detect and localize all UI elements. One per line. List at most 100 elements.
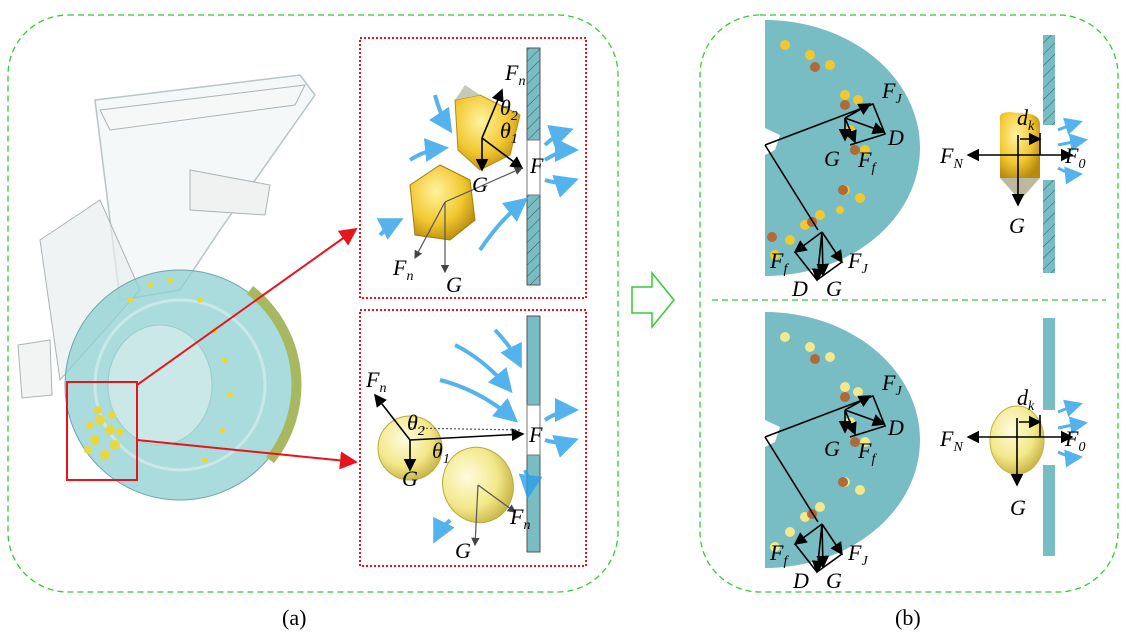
- label-symbol: F: [939, 143, 954, 168]
- label-symbol: F: [881, 370, 896, 395]
- label-subscript: f: [871, 161, 877, 176]
- label-symbol: F: [881, 78, 896, 103]
- label-symbol: θ: [432, 438, 443, 463]
- label-subscript: n: [523, 518, 530, 533]
- force-label-b-top-g2: G: [826, 276, 842, 301]
- caption-a: (a): [282, 605, 306, 630]
- label-symbol: G: [826, 568, 842, 593]
- label-symbol: F: [769, 540, 784, 565]
- label-symbol: d: [1017, 105, 1029, 130]
- label-subscript: n: [518, 74, 525, 89]
- label-symbol: G: [446, 272, 462, 297]
- label-symbol: F: [769, 248, 784, 273]
- force-label-a-bot-fn2: Fn: [509, 504, 530, 533]
- label-subscript: J: [895, 92, 902, 107]
- label-symbol: F: [529, 153, 544, 178]
- label-symbol: F: [509, 504, 524, 529]
- force-label-b-bot-d2: D: [792, 568, 809, 593]
- label-symbol: F: [939, 426, 954, 451]
- force-label-b-bot-ff2: Ff: [769, 540, 789, 569]
- label-subscript: n: [406, 269, 413, 284]
- force-label-b-top-fn: FN: [939, 143, 963, 172]
- label-subscript: 2: [418, 424, 425, 439]
- label-symbol: G: [455, 538, 471, 563]
- force-label-a-top-g1: G: [472, 172, 488, 197]
- force-label-a-bot-g2: G: [455, 538, 471, 563]
- label-subscript: J: [895, 384, 902, 399]
- inset-top-forces: [359, 37, 587, 299]
- label-subscript: J: [861, 262, 868, 277]
- label-symbol: F: [847, 540, 862, 565]
- label-symbol: θ: [407, 410, 418, 435]
- label-symbol: F: [504, 60, 519, 85]
- label-symbol: D: [791, 276, 808, 301]
- label-subscript: 0: [1078, 157, 1085, 172]
- force-label-b-top-ff2: Ff: [769, 248, 789, 277]
- label-symbol: F: [857, 147, 872, 172]
- label-symbol: G: [472, 172, 488, 197]
- force-label-a-top-fn1: Fn: [504, 60, 525, 89]
- label-symbol: F: [365, 367, 380, 392]
- force-label-b-bot-ff1: Ff: [857, 438, 877, 467]
- label-subscript: f: [871, 452, 877, 467]
- label-symbol: F: [1064, 143, 1079, 168]
- label-symbol: F: [847, 248, 862, 273]
- label-symbol: G: [824, 146, 840, 171]
- label-subscript: N: [952, 440, 963, 455]
- force-label-a-bot-f: F: [528, 422, 543, 447]
- label-symbol: G: [1010, 495, 1026, 520]
- force-label-b-bot-g3: G: [1010, 495, 1026, 520]
- label-subscript: 1: [443, 452, 450, 467]
- force-label-b-bot-d1: D: [887, 415, 904, 440]
- force-label-b-bot-dk: dk: [1017, 385, 1035, 414]
- label-subscript: J: [861, 554, 868, 569]
- pointer-arrow-bottom: [136, 439, 358, 470]
- label-symbol: D: [792, 568, 809, 593]
- highlight-box: [66, 381, 138, 481]
- force-label-b-top-f0: F0: [1064, 143, 1085, 172]
- force-label-b-top-g1: G: [824, 146, 840, 171]
- force-label-b-bot-fj2: FJ: [847, 540, 868, 569]
- force-label-a-bot-theta1: θ1: [432, 438, 450, 467]
- label-symbol: F: [857, 438, 872, 463]
- label-subscript: f: [783, 262, 789, 277]
- force-label-a-bot-theta2: θ2: [407, 410, 425, 439]
- pointer-arrow-top: [136, 227, 358, 386]
- force-label-b-bot-fj1: FJ: [881, 370, 902, 399]
- force-label-b-top-fj2: FJ: [847, 248, 868, 277]
- label-symbol: F: [528, 422, 543, 447]
- seed-metering-device-illustration: [17, 74, 316, 501]
- force-label-a-bot-fn1: Fn: [365, 367, 386, 396]
- label-symbol: D: [887, 125, 904, 150]
- label-symbol: G: [826, 276, 842, 301]
- panel-a-border: [7, 14, 619, 593]
- inset-bottom-forces: [359, 309, 587, 567]
- force-label-b-top-dk: dk: [1017, 105, 1035, 134]
- label-subscript: n: [379, 381, 386, 396]
- label-subscript: k: [1028, 399, 1035, 414]
- label-subscript: k: [1028, 119, 1035, 134]
- label-symbol: G: [824, 436, 840, 461]
- force-label-b-bot-fn: FN: [939, 426, 963, 455]
- force-label-b-top-fj1: FJ: [881, 78, 902, 107]
- force-label-b-top-g3: G: [1009, 213, 1025, 238]
- label-subscript: 0: [1078, 440, 1085, 455]
- force-label-b-top-d2: D: [791, 276, 808, 301]
- force-label-a-top-g2: G: [446, 272, 462, 297]
- panel-b-border: [699, 14, 1119, 593]
- label-subscript: 1: [511, 132, 518, 147]
- force-label-b-top-ff1: Ff: [857, 147, 877, 176]
- label-symbol: d: [1017, 385, 1029, 410]
- force-label-b-bot-f0: F0: [1064, 426, 1085, 455]
- label-symbol: F: [1064, 426, 1079, 451]
- label-symbol: F: [392, 255, 407, 280]
- label-subscript: 2: [511, 109, 518, 124]
- force-label-b-top-d1: D: [887, 125, 904, 150]
- label-symbol: θ: [500, 95, 511, 120]
- force-label-b-bot-g2: G: [826, 568, 842, 593]
- label-symbol: G: [402, 466, 418, 491]
- transition-arrow-icon: [631, 270, 675, 330]
- force-label-a-top-theta1: θ1: [500, 118, 518, 147]
